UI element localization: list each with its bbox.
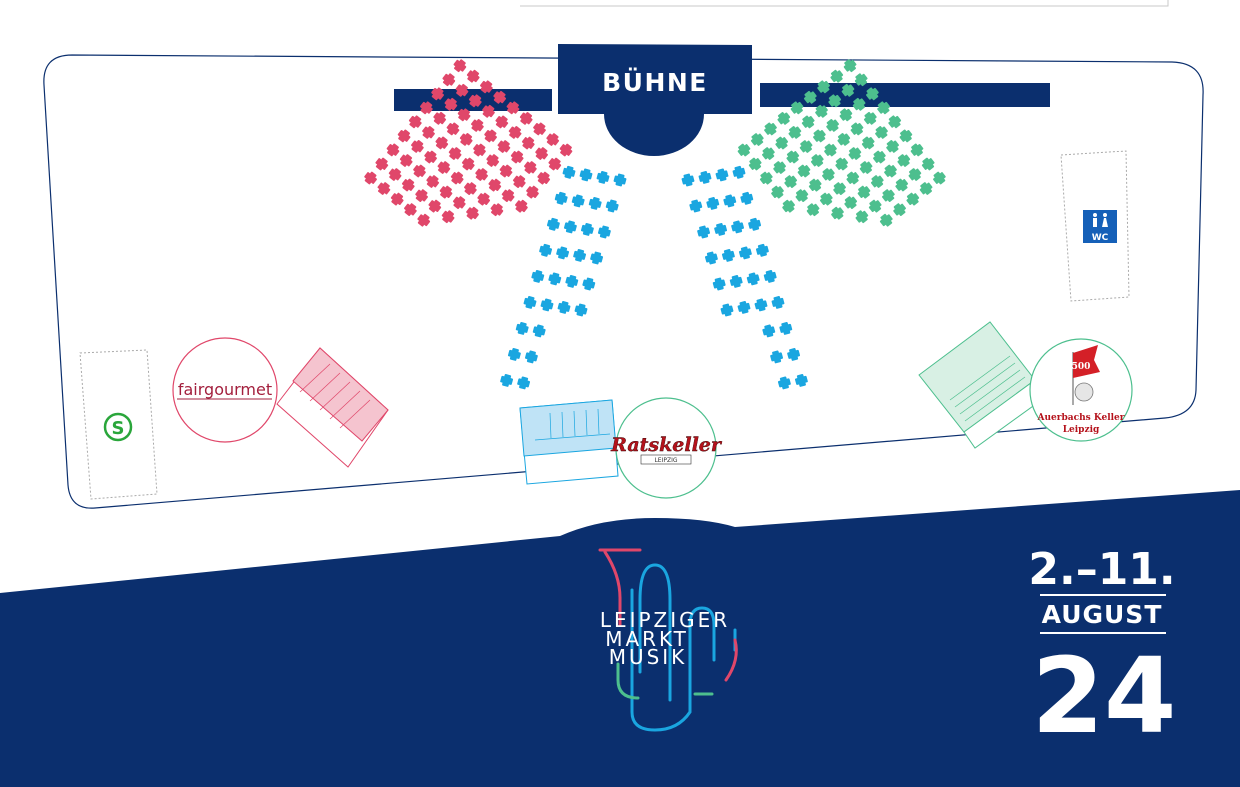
ratskeller-booth	[519, 399, 619, 485]
sbahn-label: S	[112, 418, 125, 439]
fairgourmet-booth	[276, 347, 389, 468]
ratskeller-sublabel: LEIPZIG	[654, 457, 677, 464]
footer-band	[0, 490, 1240, 787]
ratskeller-label: Ratskeller	[610, 434, 723, 456]
auerbachs-label: Auerbachs Keller	[1037, 413, 1125, 423]
festival-name-line3: MUSIK	[609, 645, 688, 669]
date-range: 2.–11.	[1028, 544, 1175, 595]
wc-label: WC	[1092, 233, 1109, 243]
wc-sign	[1083, 210, 1117, 243]
ratskeller-logo-circle	[615, 397, 717, 499]
stage	[558, 44, 752, 156]
date-month: AUGUST	[1042, 600, 1163, 629]
auerbachs-flag-icon	[1072, 345, 1100, 405]
auerbachs-sublabel: Leipzig	[1063, 425, 1100, 435]
frame-edge	[520, 0, 1169, 7]
stage-label: BÜHNE	[602, 67, 708, 97]
festival-logo	[598, 548, 738, 732]
festival-name-line2: MARKT	[605, 627, 689, 651]
stage-wing-right	[760, 83, 1050, 107]
fairgourmet-label: fairgourmet	[178, 380, 272, 399]
fairgourmet-logo-circle	[172, 337, 278, 443]
sbahn-icon	[103, 412, 133, 442]
auerbachs-badge: 500	[1072, 362, 1091, 372]
wc-person-icon	[1093, 213, 1108, 227]
festival-name-line1: LEIPZIGER	[600, 608, 730, 632]
ratskeller-banner	[640, 454, 692, 465]
date-year: 24	[1032, 635, 1177, 757]
